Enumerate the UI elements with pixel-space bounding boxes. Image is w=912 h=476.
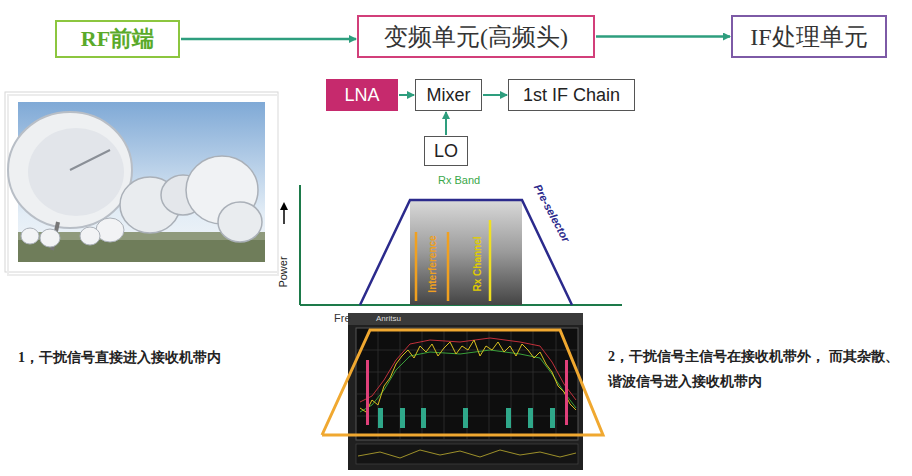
signal-arrow xyxy=(399,94,414,96)
stage-box: IF处理单元 xyxy=(731,15,887,58)
stage-box: 变频单元(高频头) xyxy=(357,15,595,58)
signal-arrow xyxy=(181,38,356,41)
spectrum-screenshot xyxy=(322,313,603,470)
dish-photo xyxy=(5,92,278,275)
stage-box: RF前端 xyxy=(55,20,180,58)
note-text: 1，干扰信号直接进入接收机带内 xyxy=(18,349,221,367)
amplifier-box: LNA xyxy=(326,79,398,111)
box-label: 变频单元(高频头) xyxy=(384,21,568,53)
box-label: Mixer xyxy=(427,85,471,106)
box-label: 1st IF Chain xyxy=(523,85,620,106)
box-label: IF处理单元 xyxy=(750,21,867,53)
note-text: 2，干扰信号主信号在接收机带外， 而其杂散、谐波信号进入接收机带内 xyxy=(608,344,900,394)
signal-arrow xyxy=(445,112,447,135)
box-label: LNA xyxy=(344,85,379,106)
box-label: RF前端 xyxy=(81,24,154,54)
box-label: LO xyxy=(434,141,458,162)
signal-arrow xyxy=(483,94,507,96)
signal-label: Interference xyxy=(427,235,438,292)
band-label: Rx Band xyxy=(438,174,480,186)
axis-label: Power xyxy=(277,256,289,287)
signal-arrow xyxy=(596,35,730,38)
axis-label: Fre xyxy=(334,312,351,324)
if-chain-box: 1st IF Chain xyxy=(508,79,635,111)
mixer-box: Mixer xyxy=(415,79,482,111)
watermark: Anritsu xyxy=(376,314,401,323)
oscillator-box: LO xyxy=(424,136,468,166)
preselector-chart xyxy=(280,185,622,305)
signal-label: Rx Channel xyxy=(472,236,483,291)
